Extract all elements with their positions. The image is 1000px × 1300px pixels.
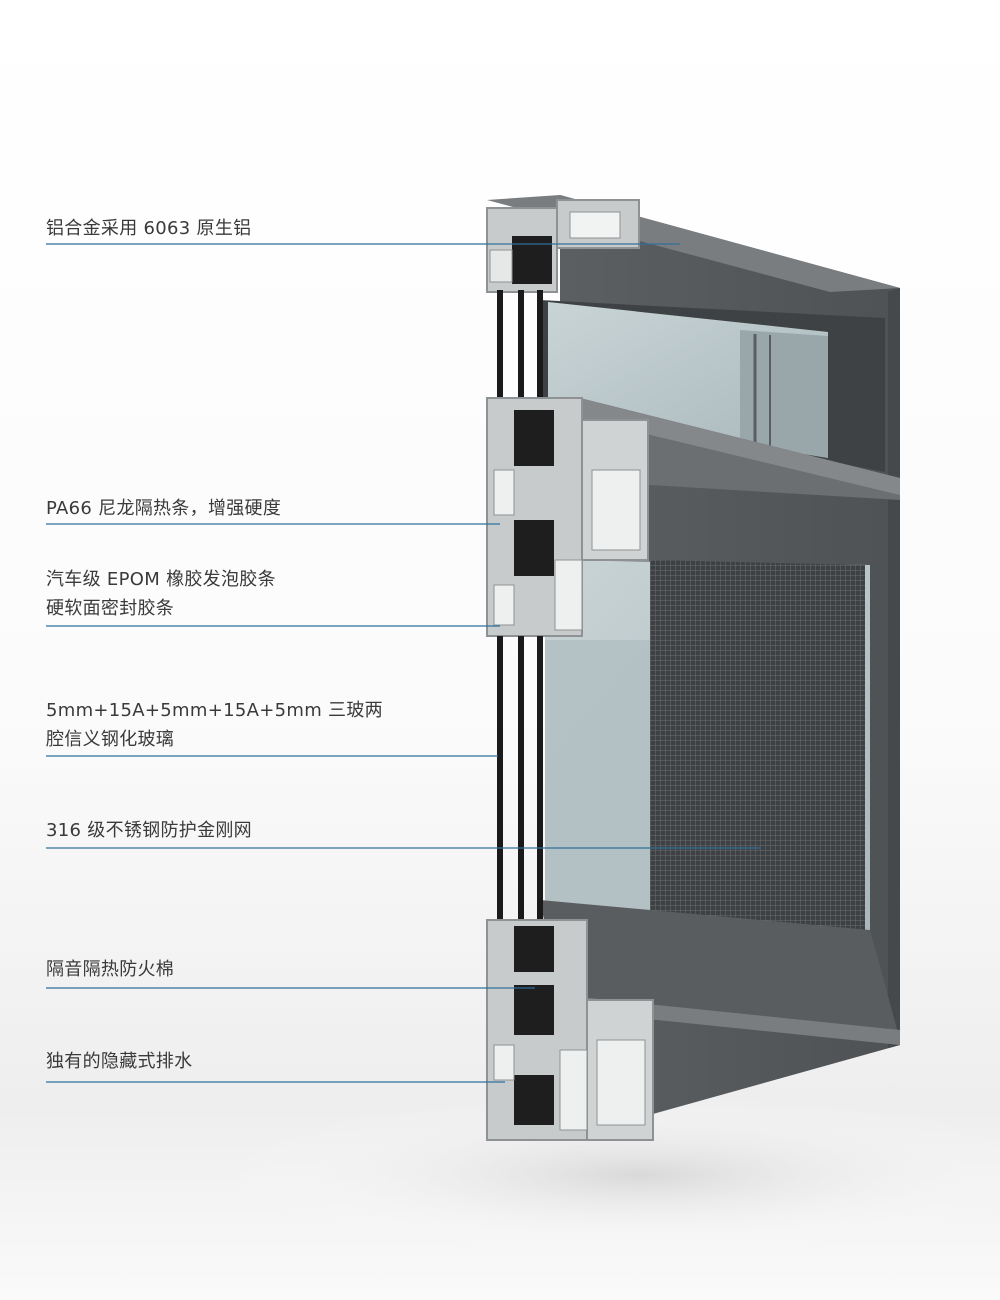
callout-mesh-line-1: 316 级不锈钢防护金刚网 [46,820,252,841]
callout-mesh: 316 级不锈钢防护金刚网 [46,816,252,845]
callout-epom: 汽车级 EPOM 橡胶发泡胶条 硬软面密封胶条 [46,565,276,623]
callout-epom-line-2: 硬软面密封胶条 [46,598,175,619]
callout-aluminium: 铝合金采用 6063 原生铝 [46,214,251,243]
callout-insulation: 隔音隔热防火棉 [46,955,174,984]
callout-glass: 5mm+15A+5mm+15A+5mm 三玻两 腔信义钢化玻璃 [46,696,383,754]
callout-insulation-line-1: 隔音隔热防火棉 [46,959,175,980]
profile-cross-section [486,199,654,1141]
lower-glass-panel [540,560,900,1045]
callout-aluminium-line-1: 铝合金采用 6063 原生铝 [46,218,252,239]
callout-drainage-line-1: 独有的隐藏式排水 [46,1051,193,1072]
callout-glass-line-2: 腔信义钢化玻璃 [46,729,175,750]
callout-drainage: 独有的隐藏式排水 [46,1047,192,1076]
callout-pa66: PA66 尼龙隔热条，增强硬度 [46,494,281,523]
callout-pa66-line-1: PA66 尼龙隔热条，增强硬度 [46,498,282,519]
callout-epom-line-1: 汽车级 EPOM 橡胶发泡胶条 [46,569,276,590]
callout-glass-line-1: 5mm+15A+5mm+15A+5mm 三玻两 [46,700,383,721]
